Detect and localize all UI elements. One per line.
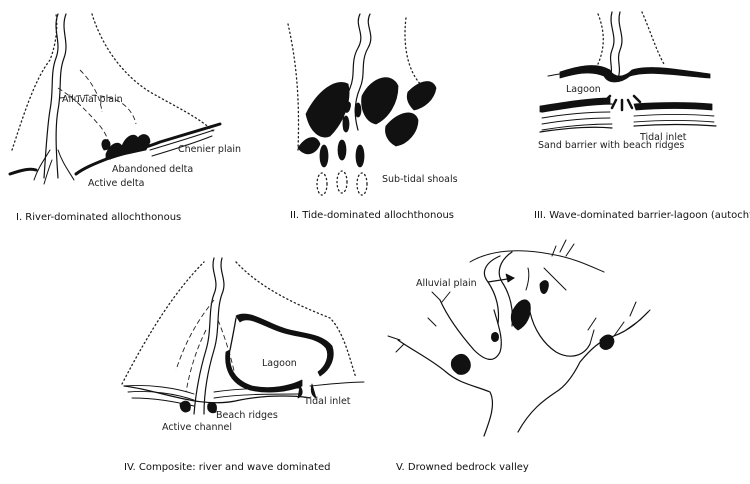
label-tidal-inlet-4: Tidal inlet [303,396,351,407]
caption-panel-3: III. Wave-dominated barrier-lagoon (auto… [534,210,750,221]
label-active-channel: Active channel [162,422,232,433]
label-tidal-inlet-3: Tidal inlet [639,132,687,143]
caption-panel-2: II. Tide-dominated allochthonous [290,210,454,221]
caption-panel-1: I. River-dominated allochthonous [16,212,181,223]
label-alluvial-plain-5: Alluvial plain [416,278,477,289]
label-lagoon-4: Lagoon [262,358,297,369]
label-abandoned-delta: Abandoned delta [112,164,193,175]
caption-panel-5: V. Drowned bedrock valley [396,462,529,473]
label-subtidal-shoals: Sub-tidal shoals [382,174,458,185]
panel-3-wave-dominated: Lagoon Sand barrier with beach ridges Ti… [534,12,750,221]
panel-2-tide-dominated: Sub-tidal shoals II. Tide-dominated allo… [288,14,458,221]
label-beach-ridges: Beach ridges [216,410,278,421]
label-alluvial-plain-1: Alluvial plain [62,94,123,105]
label-lagoon-3: Lagoon [566,84,601,95]
panel-4-composite: Lagoon Tidal inlet Beach ridges Active c… [122,258,364,473]
caption-panel-4: IV. Composite: river and wave dominated [124,462,330,473]
label-active-delta: Active delta [88,178,144,189]
label-chenier-plain: Chenier plain [178,144,241,155]
panel-5-drowned-valley: Alluvial plain V. Drowned bedrock valley [388,240,650,473]
panel-1-river-dominated: Alluvial plain Abandoned delta Chenier p… [10,14,241,223]
